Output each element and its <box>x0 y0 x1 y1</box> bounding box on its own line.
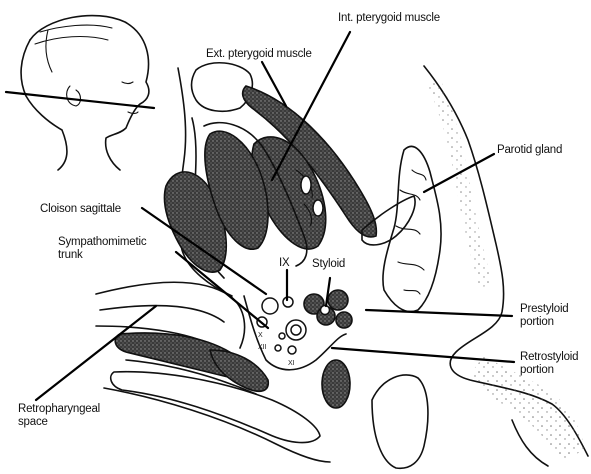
label-prestyloid: Prestyloid portion <box>520 303 569 329</box>
leader-retrostyloid <box>332 348 514 362</box>
vessel-small-upper <box>301 176 311 194</box>
label-nerve-xi: XI <box>288 360 295 367</box>
leader-prestyloid <box>366 310 512 316</box>
child-head-illustration <box>21 16 149 170</box>
label-ix: IX <box>279 257 289 270</box>
prevertebral-tissue <box>111 372 320 443</box>
label-nerve-xii: XII <box>258 344 267 351</box>
label-parotid: Parotid gland <box>497 144 562 157</box>
vessel-small-lower <box>313 200 323 216</box>
label-retropharyngeal: Retropharyngeal space <box>18 403 100 429</box>
jugular-mass <box>322 360 350 408</box>
label-ext-pterygoid: Ext. pterygoid muscle <box>206 48 312 61</box>
label-retrostyloid: Retrostyloid portion <box>520 351 578 377</box>
mastoid-bone <box>372 375 428 468</box>
label-cloison: Cloison sagittale <box>40 203 121 216</box>
pharyngeal-wall-2 <box>100 306 224 322</box>
label-nerve-x: X <box>258 332 263 339</box>
label-sympathomimetic: Sympathomimetic trunk <box>58 236 146 262</box>
upper-bone-block <box>192 63 253 112</box>
label-int-pterygoid: Int. pterygoid muscle <box>338 12 440 25</box>
label-styloid: Styloid <box>312 258 345 271</box>
